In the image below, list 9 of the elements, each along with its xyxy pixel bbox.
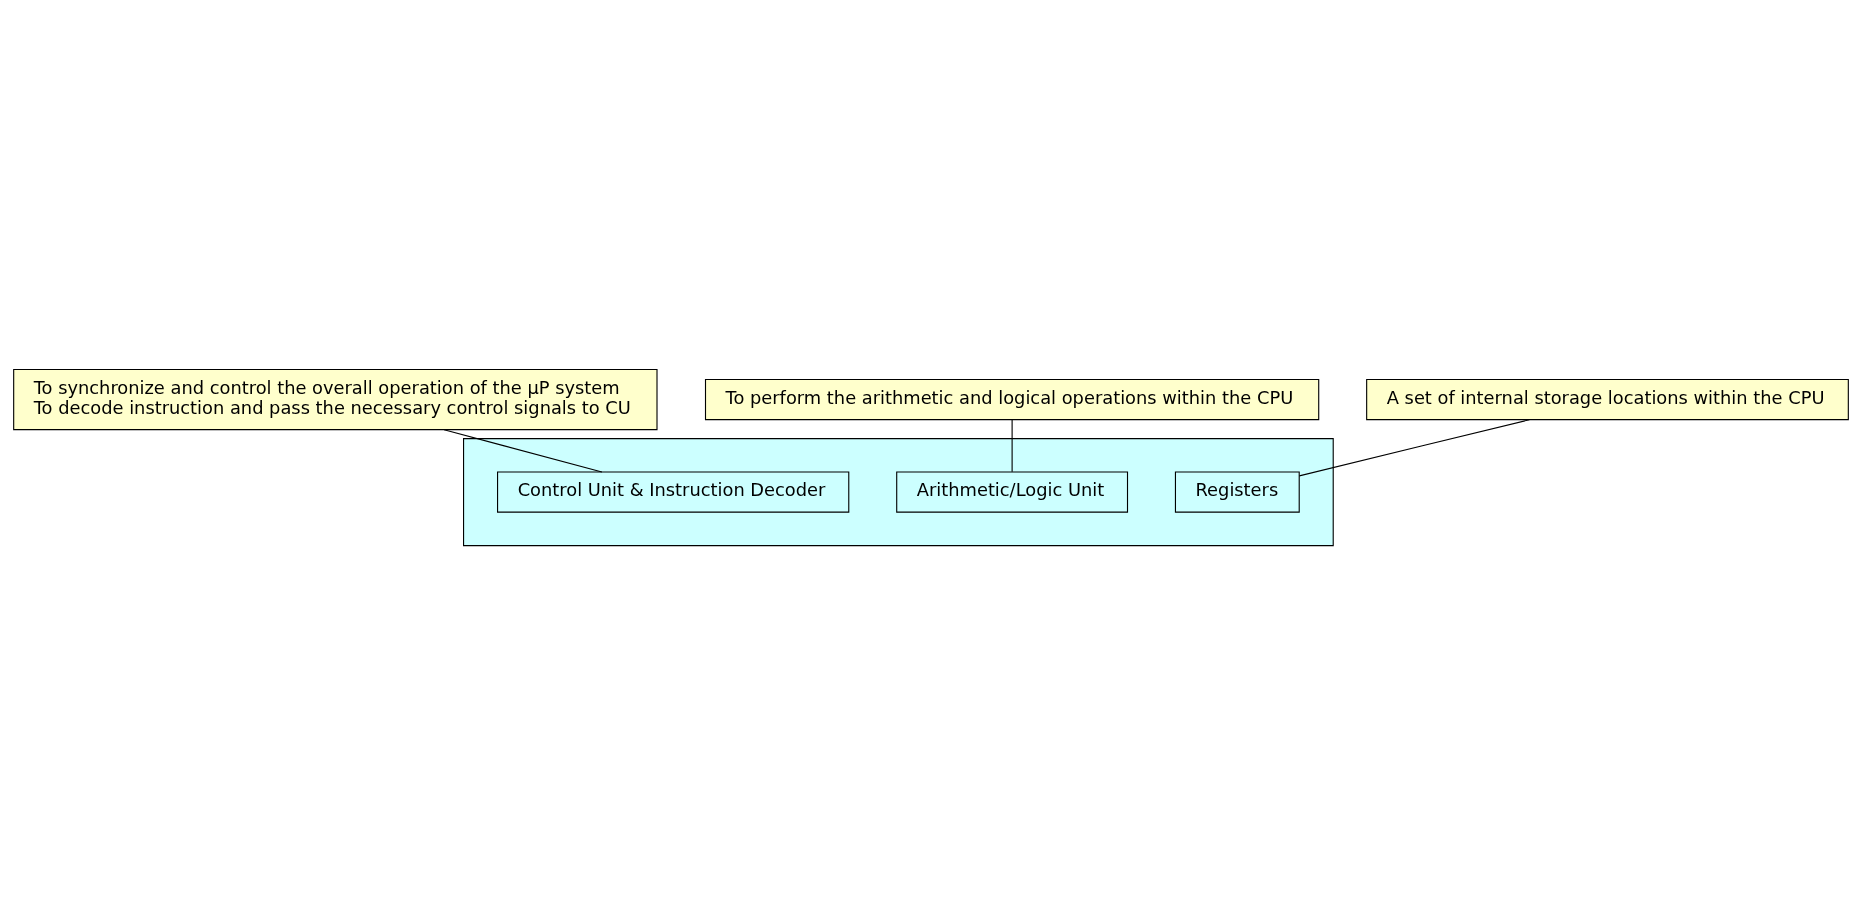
node-box: Registers	[1174, 471, 1300, 513]
node-box: To perform the arithmetic and logical operations within the CPU	[704, 378, 1320, 421]
node-box: To synchronize and control the overall operation of the μP system To decode instruction and pass the necessary control signals to CU	[13, 368, 658, 431]
node-box: Control Unit & Instruction Decoder	[497, 471, 850, 513]
cluster	[463, 438, 1334, 547]
connector	[1298, 419, 1530, 477]
node-box: A set of internal storage locations within the CPU	[1366, 378, 1849, 421]
node-box: Arithmetic/Logic Unit	[896, 471, 1129, 513]
connector	[1011, 419, 1013, 473]
